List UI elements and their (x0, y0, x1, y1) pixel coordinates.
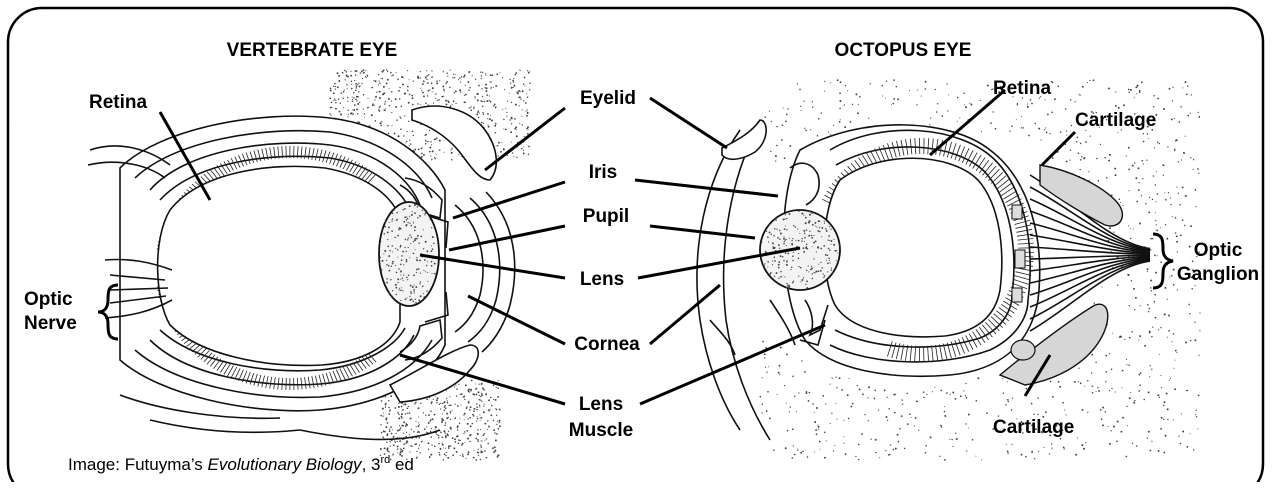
caption-edition-num: , 3 (362, 455, 381, 474)
label-pupil: Pupil (583, 206, 629, 227)
label-lens-muscle-2: Muscle (569, 420, 633, 441)
vertebrate-eye-illustration (88, 69, 531, 461)
label-cartilage-top: Cartilage (1075, 110, 1156, 131)
diagram-frame: VERTEBRATE EYE OCTOPUS EYE Retina Optic … (6, 6, 1265, 482)
image-credit-caption: Image: Futuyma’s Evolutionary Biology, 3… (68, 454, 414, 474)
caption-edition-suffix: ed (390, 455, 414, 474)
octopus-eye-illustration (697, 79, 1201, 461)
label-optic-ganglion-2: Ganglion (1177, 264, 1259, 285)
caption-prefix: Image: Futuyma’s (68, 455, 208, 474)
caption-book-title: Evolutionary Biology (208, 455, 364, 474)
label-optic-nerve-1: Optic (24, 289, 73, 310)
label-lens-muscle-1: Lens (579, 394, 623, 415)
optic-ganglion-brace (1153, 234, 1173, 288)
label-optic-nerve-2: Nerve (24, 313, 77, 334)
label-lens: Lens (580, 269, 624, 290)
label-retina-octopus: Retina (993, 78, 1052, 99)
title-vertebrate-eye: VERTEBRATE EYE (227, 40, 398, 61)
label-iris: Iris (589, 162, 618, 183)
label-retina-vertebrate: Retina (89, 92, 148, 113)
optic-nerve-brace (98, 285, 118, 339)
label-optic-ganglion-1: Optic (1194, 240, 1243, 261)
label-cornea: Cornea (574, 334, 640, 355)
label-eyelid: Eyelid (580, 88, 636, 109)
caption-edition-sup: rd (380, 454, 390, 466)
title-octopus-eye: OCTOPUS EYE (835, 40, 972, 61)
label-cartilage-bottom: Cartilage (993, 417, 1074, 438)
